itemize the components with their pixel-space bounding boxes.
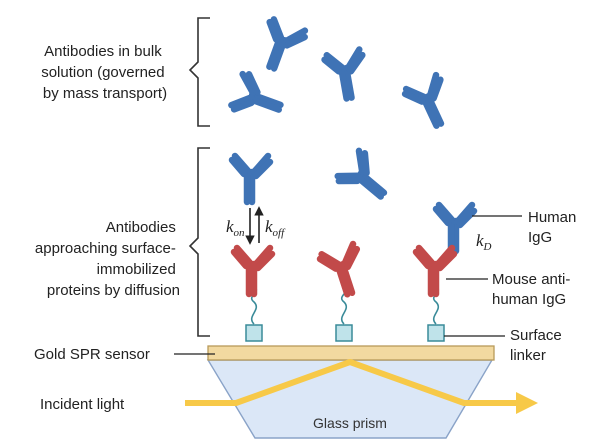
- prism-label: Glass prism: [313, 415, 387, 431]
- approach-label: Antibodies approaching surface- immobili…: [35, 219, 180, 299]
- antibody-bulk-2: [324, 49, 369, 101]
- koff-base: k: [265, 217, 273, 236]
- light-arrowhead: [516, 392, 538, 414]
- linker-label-line-1: Surface: [510, 327, 562, 344]
- gold-label: Gold SPR sensor: [34, 346, 150, 363]
- linker-box-1: [245, 324, 263, 342]
- antibody-immobilized-3: [416, 248, 454, 294]
- kon-base: k: [226, 217, 234, 236]
- kd-label: kD: [476, 231, 492, 253]
- kd-sub: D: [483, 241, 492, 253]
- antibody-approach-1: [232, 156, 270, 202]
- human-igg-line-2: IgG: [528, 229, 552, 246]
- kd-base: k: [476, 231, 484, 250]
- koff-label: koff: [265, 217, 286, 239]
- linker-label: Surface linker: [510, 327, 566, 364]
- approach-label-line-1: Antibodies: [106, 219, 176, 236]
- approach-bracket: [188, 147, 210, 337]
- mouse-igg-line-2: human IgG: [492, 291, 566, 308]
- gold-sensor: [207, 345, 495, 361]
- human-igg-line-1: Human: [528, 209, 576, 226]
- antibody-immobilized-2: [319, 243, 369, 298]
- antibody-immobilized-1: [234, 248, 272, 294]
- koff-sub: off: [273, 227, 287, 239]
- incident-light-label: Incident light: [40, 396, 125, 413]
- bulk-label: Antibodies in bulk solution (governed by…: [41, 43, 169, 102]
- light-beam: [185, 359, 518, 406]
- approach-label-line-3: immobilized: [97, 261, 176, 278]
- bulk-label-line-3: by mass transport): [43, 85, 167, 102]
- approach-label-line-2: approaching surface-: [35, 240, 176, 257]
- bulk-label-line-2: solution (governed: [41, 64, 164, 81]
- antibody-bulk-1: [255, 18, 306, 74]
- kon-label: kon: [226, 217, 245, 239]
- linker-box-3: [427, 324, 445, 342]
- antibody-bound-human-igg: [436, 205, 474, 251]
- bulk-bracket: [188, 17, 210, 127]
- antibody-bulk-4: [403, 74, 457, 132]
- linker-box-2: [335, 324, 353, 342]
- bulk-label-line-1: Antibodies in bulk: [44, 43, 162, 60]
- kon-sub: on: [234, 227, 246, 239]
- linker-label-line-2: linker: [510, 347, 546, 364]
- mouse-igg-label: Mouse anti- human IgG: [492, 271, 575, 308]
- approach-label-line-4: proteins by diffusion: [47, 282, 180, 299]
- human-igg-label: Human IgG: [528, 209, 581, 246]
- antibody-bulk-3: [230, 72, 286, 123]
- antibody-approach-2: [336, 149, 396, 208]
- mouse-igg-line-1: Mouse anti-: [492, 271, 570, 288]
